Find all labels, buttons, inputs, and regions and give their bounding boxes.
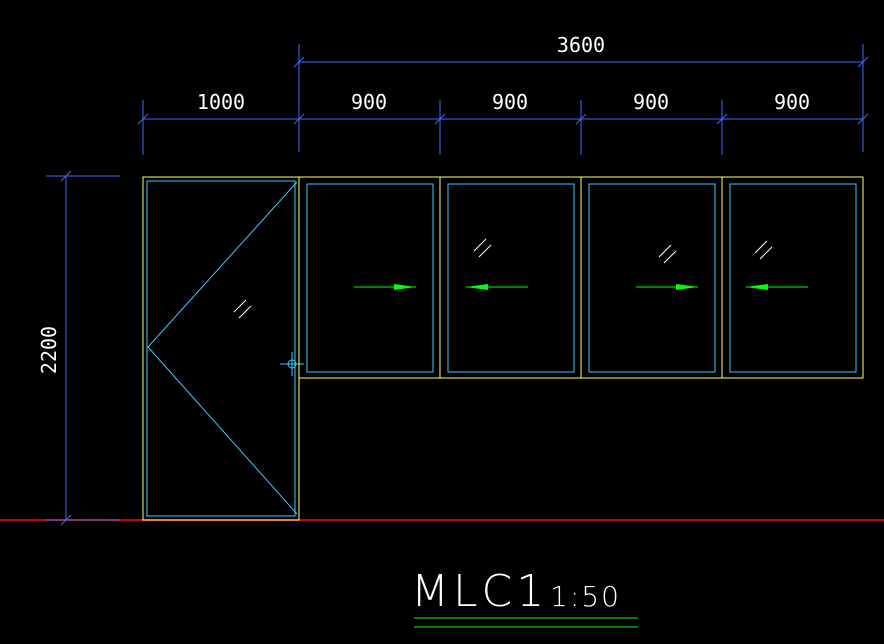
segment-dimensions (137, 100, 869, 155)
drawing-title: MLC1 (411, 566, 548, 617)
door-width-label: 1000 (197, 90, 245, 114)
window-panel-3 (588, 183, 716, 373)
window-panel-2 (447, 183, 575, 373)
overall-dimension (293, 44, 869, 152)
drawing-scale: 1:50 (550, 580, 621, 613)
overall-width-label: 3600 (557, 33, 605, 57)
height-dimension (46, 170, 120, 526)
door (142, 176, 300, 521)
panel-width-label-4: 900 (774, 90, 810, 114)
panel-width-label-1: 900 (351, 90, 387, 114)
window-panel-1 (306, 183, 434, 373)
window-frame (298, 176, 864, 379)
handle-marker (280, 352, 304, 376)
title-underline (414, 617, 638, 628)
panel-width-label-2: 900 (492, 90, 528, 114)
window-panel-4 (729, 183, 857, 373)
panel-width-label-3: 900 (633, 90, 669, 114)
height-label: 2200 (37, 326, 61, 374)
